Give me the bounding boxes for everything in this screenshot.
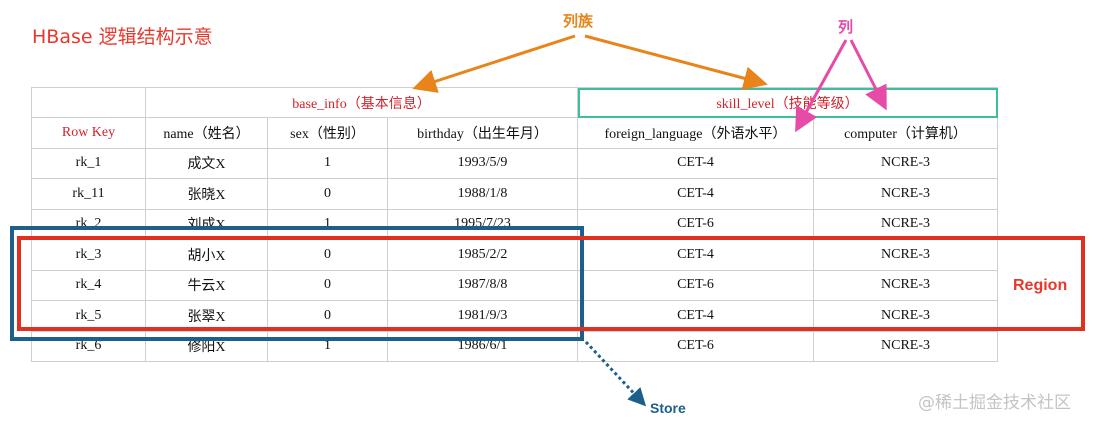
base-info-family-cell: base_info（基本信息） [145, 87, 578, 118]
column-family-row: base_info（基本信息） skill_level（技能等级） [31, 87, 998, 118]
foreign-language-cell: CET-4 [577, 147, 814, 179]
column-arrow-right [849, 39, 887, 111]
name-cell: 张晓X [145, 178, 268, 210]
computer-cell: NCRE-3 [813, 178, 998, 210]
sex-cell: 0 [267, 178, 388, 210]
foreign-language-header: foreign_language（外语水平） [577, 117, 814, 149]
hbase-table: base_info（基本信息） skill_level（技能等级） Row Ke… [31, 87, 998, 362]
row-key-cell: rk_1 [31, 147, 146, 179]
region-box [17, 236, 1085, 331]
foreign-language-cell: CET-4 [577, 178, 814, 210]
computer-cell: NCRE-3 [813, 269, 998, 301]
row-key-cell: rk_5 [31, 300, 146, 332]
store-label: Store [650, 400, 686, 416]
store-box [10, 226, 584, 341]
row-key-cell: rk_11 [31, 178, 146, 210]
region-label: Region [1013, 277, 1068, 294]
foreign-language-cell: CET-6 [577, 269, 814, 301]
computer-header: computer（计算机） [813, 117, 998, 149]
sex-cell: 1 [267, 208, 388, 240]
table-row: rk_1 成文X 1 1993/5/9 CET-4 NCRE-3 [31, 147, 998, 179]
column-family-label: 列族 [563, 12, 594, 30]
table-row: rk_6 修阳X 1 1986/6/1 CET-6 NCRE-3 [31, 330, 998, 362]
row-key-cell: rk_6 [31, 330, 146, 362]
name-cell: 牛云X [145, 269, 268, 301]
column-label: 列 [838, 18, 854, 36]
header-row: Row Key name（姓名） sex（性别） birthday（出生年月） … [31, 117, 998, 149]
row-key-header: Row Key [31, 117, 146, 149]
table-row: rk_2 刘成X 1 1995/7/23 CET-6 NCRE-3 [31, 208, 998, 240]
table-row: rk_3 胡小X 0 1985/2/2 CET-4 NCRE-3 [31, 239, 998, 271]
foreign-language-cell: CET-6 [577, 208, 814, 240]
store-arrow [584, 340, 647, 407]
name-cell: 张翠X [145, 300, 268, 332]
birthday-cell: 1995/7/23 [387, 208, 578, 240]
watermark: @稀土掘金技术社区 [918, 393, 1071, 413]
computer-cell: NCRE-3 [813, 330, 998, 362]
birthday-cell: 1986/6/1 [387, 330, 578, 362]
diagram-title: HBase 逻辑结构示意 [32, 26, 213, 48]
computer-cell: NCRE-3 [813, 147, 998, 179]
table-row: rk_11 张晓X 0 1988/1/8 CET-4 NCRE-3 [31, 178, 998, 210]
column-family-arrow-left [412, 34, 576, 93]
table-row: rk_5 张翠X 0 1981/9/3 CET-4 NCRE-3 [31, 300, 998, 332]
skill-level-family-cell: skill_level（技能等级） [577, 87, 998, 118]
birthday-cell: 1985/2/2 [387, 239, 578, 271]
name-header: name（姓名） [145, 117, 268, 149]
sex-cell: 1 [267, 330, 388, 362]
sex-header: sex（性别） [267, 117, 388, 149]
computer-cell: NCRE-3 [813, 208, 998, 240]
column-family-arrow-right-line [584, 34, 768, 90]
sex-cell: 0 [267, 269, 388, 301]
name-cell: 修阳X [145, 330, 268, 362]
column-arrow-left [795, 39, 848, 133]
birthday-header: birthday（出生年月） [387, 117, 578, 149]
foreign-language-cell: CET-6 [577, 330, 814, 362]
